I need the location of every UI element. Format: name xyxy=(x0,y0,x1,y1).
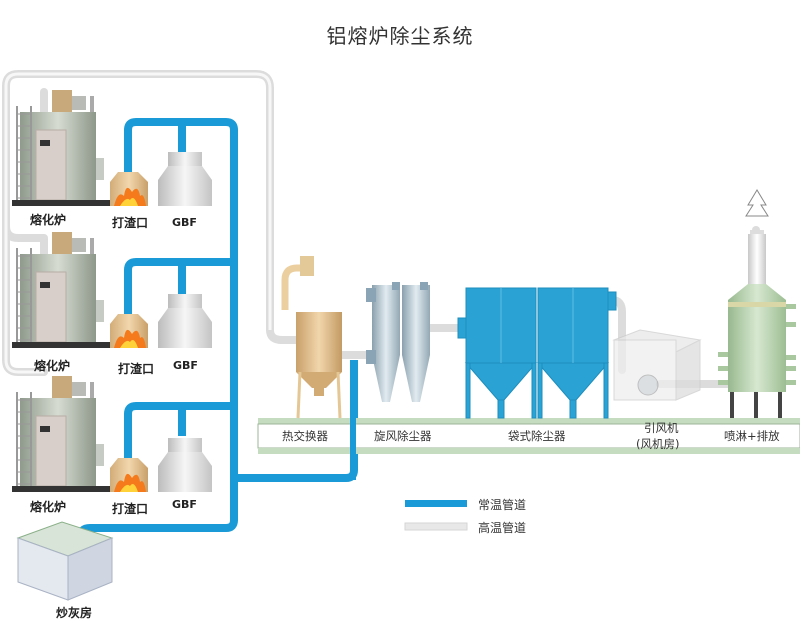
scrubber-tower xyxy=(718,189,796,418)
stage-label-heat-exchanger: 热交换器 xyxy=(282,429,328,443)
melting-furnace xyxy=(12,90,110,206)
platform-bottom xyxy=(258,448,800,454)
diagram-title: 铝熔炉除尘系统 xyxy=(326,24,474,48)
melting-furnace xyxy=(12,232,110,348)
furnace-label: 熔化炉 xyxy=(30,213,67,227)
melting-furnace xyxy=(12,376,110,492)
platform-top xyxy=(258,418,800,424)
stage-label-fan-house: (风机房) xyxy=(636,437,680,451)
gbf-label: GBF xyxy=(172,498,197,511)
ash-room-building xyxy=(16,521,114,601)
slag-port-label: 打渣口 xyxy=(112,502,149,516)
legend-hot-pipe-label: 高温管道 xyxy=(478,521,527,535)
slag-port-label: 打渣口 xyxy=(118,362,155,376)
furnace-unit xyxy=(12,232,212,348)
furnace-label: 熔化炉 xyxy=(34,359,71,373)
legend-normal-pipe-swatch xyxy=(405,500,467,507)
gbf-label: GBF xyxy=(173,359,198,372)
stage-label-fan: 引风机 xyxy=(644,421,679,435)
gbf-filter xyxy=(158,294,212,348)
slag-port-label: 打渣口 xyxy=(112,216,149,230)
legend-hot-pipe-swatch xyxy=(404,522,468,531)
slag-port xyxy=(110,314,148,348)
furnace-unit xyxy=(12,376,212,492)
slag-port xyxy=(110,172,148,206)
heat-exchanger xyxy=(281,256,342,419)
slag-port xyxy=(110,458,148,492)
legend-normal-pipe-label: 常温管道 xyxy=(478,498,527,512)
ash-room-label: 炒灰房 xyxy=(56,606,93,620)
furnace-label: 熔化炉 xyxy=(30,500,67,514)
fan-house xyxy=(612,329,702,401)
gbf-filter xyxy=(158,152,212,206)
stage-label-scrubber: 喷淋+排放 xyxy=(724,429,780,443)
gbf-label: GBF xyxy=(172,216,197,229)
furnace-unit xyxy=(12,90,212,206)
gbf-filter xyxy=(158,438,212,492)
stage-label-cyclone: 旋风除尘器 xyxy=(374,429,432,443)
stage-label-bag-filter: 袋式除尘器 xyxy=(508,429,566,443)
bag-filter xyxy=(457,287,617,419)
cyclone-dust-collector xyxy=(366,282,430,402)
